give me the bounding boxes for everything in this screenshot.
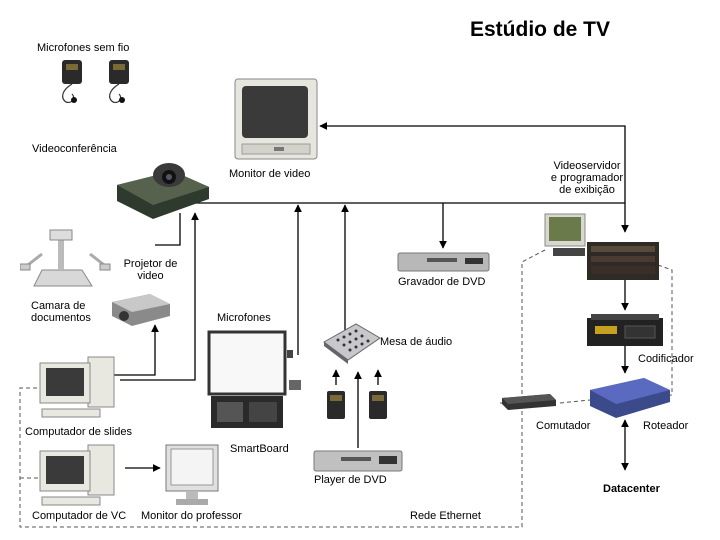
- smartboard-icon: [207, 330, 301, 428]
- label-vc-computer: Computador de VC: [32, 510, 127, 522]
- videoconference-icon: [117, 163, 209, 219]
- label-smartboard: SmartBoard: [230, 443, 289, 455]
- label-video-server-line2: e programador: [550, 172, 624, 184]
- label-video-server: Videoservidor e programador de exibição: [542, 160, 632, 196]
- label-switch: Comutador: [536, 420, 591, 432]
- professor-monitor-icon: [165, 444, 219, 505]
- switch-icon: [502, 394, 556, 410]
- label-ethernet: Rede Ethernet: [410, 510, 481, 522]
- label-audio-mixer: Mesa de áudio: [380, 336, 453, 348]
- slides-computer-icon: [39, 356, 115, 418]
- video-server-icon: [544, 213, 659, 280]
- audio-mixer-icon: [323, 323, 381, 364]
- dvd-player-icon: [313, 450, 403, 472]
- label-projector: Projetor de video: [118, 258, 183, 282]
- document-camera-icon: [20, 229, 111, 287]
- label-video-monitor: Monitor de video: [229, 168, 311, 180]
- label-projector-line2: video: [137, 270, 164, 282]
- label-wireless-mics: Microfones sem fio: [37, 42, 130, 54]
- label-videoconference: Videoconferência: [32, 143, 117, 155]
- label-dvd-player: Player de DVD: [314, 474, 387, 486]
- projector-icon: [112, 294, 170, 326]
- server-to-monitor-line: [319, 122, 626, 203]
- label-projector-line1: Projetor de: [123, 258, 178, 270]
- projector-line: [155, 213, 181, 246]
- label-slides-computer: Computador de slides: [25, 426, 133, 438]
- label-datacenter: Datacenter: [603, 483, 660, 495]
- video-monitor-icon: [234, 78, 318, 160]
- label-doc-camera-line2: documentos: [31, 312, 91, 324]
- dvd-recorder-icon: [397, 252, 490, 272]
- label-doc-camera: Camara de documentos: [31, 300, 91, 324]
- encoder-icon: [587, 314, 663, 346]
- label-dvd-recorder: Gravador de DVD: [398, 276, 486, 288]
- label-router: Roteador: [643, 420, 689, 432]
- label-professor-monitor: Monitor do professor: [141, 510, 242, 522]
- microphone-packs-icon: [327, 391, 387, 419]
- label-video-server-line3: de exibição: [559, 184, 615, 196]
- label-microphones: Microfones: [217, 312, 271, 324]
- wireless-mics-icon: [62, 60, 129, 103]
- label-doc-camera-line1: Camara de: [31, 300, 86, 312]
- router-icon: [590, 378, 670, 418]
- vc-computer-icon: [39, 444, 115, 506]
- slides-computer-line: [120, 212, 199, 381]
- diagram-title: Estúdio de TV: [470, 18, 611, 41]
- label-encoder: Codificador: [638, 353, 694, 365]
- label-video-server-line1: Videoservidor: [553, 160, 621, 172]
